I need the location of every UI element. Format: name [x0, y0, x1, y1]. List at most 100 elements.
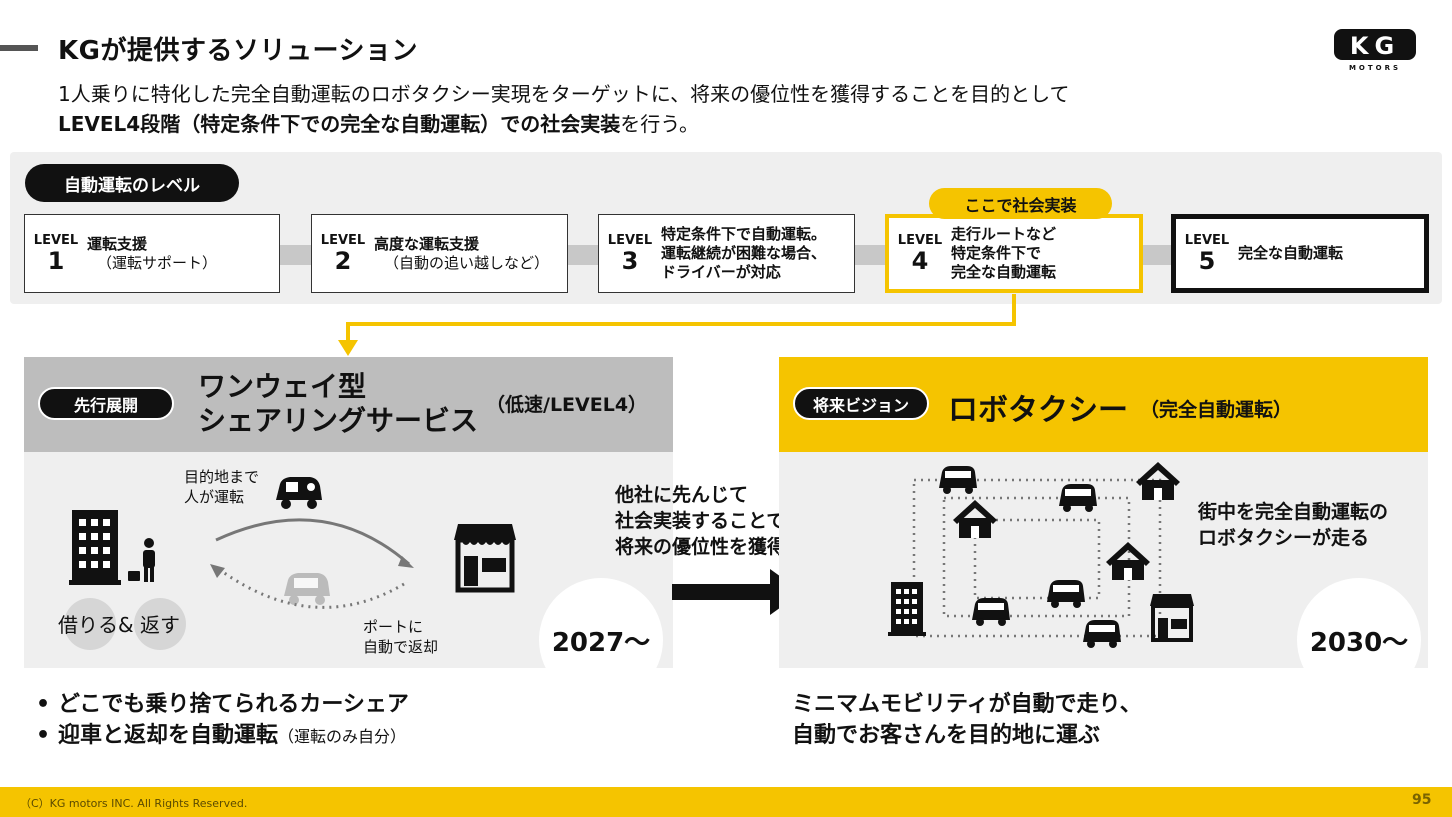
- level-sub: （自動の追い越しなど）: [384, 253, 550, 272]
- level-line: 特定条件下で: [951, 244, 1042, 262]
- level-title: 完全な自動運転: [1238, 244, 1344, 262]
- logo-letters: KG: [1350, 32, 1400, 60]
- middle-line: 将来の優位性を獲得: [615, 536, 787, 558]
- level-line: ドライバーが対応: [661, 263, 781, 281]
- level-word: LEVEL: [33, 233, 79, 248]
- car-icon: [939, 466, 977, 494]
- logo-text: MOTORS: [1349, 64, 1401, 72]
- level-connector: [855, 245, 887, 265]
- level-text: 走行ルートなど特定条件下で完全な自動運転: [951, 225, 1056, 282]
- level-word: LEVEL: [897, 233, 943, 248]
- left-title-line: シェアリングサービス: [198, 404, 479, 437]
- level-number: 5: [1198, 247, 1216, 275]
- level-word: LEVEL: [320, 233, 366, 248]
- level-title: 運転支援: [87, 234, 148, 253]
- store-icon: [1150, 594, 1194, 642]
- bullet-note: （運転のみ自分）: [278, 727, 407, 746]
- title-accent-bar: [0, 45, 38, 51]
- level-line: 完全な自動運転: [951, 263, 1057, 281]
- robotaxi-description: 街中を完全自動運転の ロボタクシーが走る: [1198, 499, 1388, 551]
- middle-line: 社会実装することで: [615, 510, 786, 532]
- label-line: 人が運転: [184, 488, 245, 506]
- car-icon: [972, 598, 1010, 626]
- car-icon: [1059, 484, 1097, 512]
- level-line: 特定条件下で自動運転。: [661, 225, 827, 243]
- car-icon: [1047, 580, 1085, 608]
- label-line: 目的地まで: [184, 468, 260, 486]
- car-icon: [276, 477, 322, 509]
- here-tag: ここで社会実装: [929, 188, 1112, 219]
- person-icon: [128, 538, 155, 582]
- rent-return-label: 借りる& 返す: [58, 613, 180, 637]
- message-line: 自動でお客さんを目的地に運ぶ: [792, 723, 1101, 748]
- bullet-text: どこでも乗り捨てられるカーシェア: [58, 692, 409, 717]
- subtitle-line-1: 1人乗りに特化した完全自動運転のロボタクシー実現をターゲットに、将来の優位性を獲…: [58, 82, 1070, 106]
- subtitle-line-2: LEVEL4段階（特定条件下での完全な自動運転）での社会実装を行う。: [58, 109, 1070, 139]
- subtitle-rest: を行う。: [620, 112, 700, 136]
- left-bullets: どこでも乗り捨てられるカーシェア 迎車と返却を自動運転（運転のみ自分）: [36, 689, 409, 752]
- level-connector: [1142, 245, 1172, 265]
- year-2027-badge: 2027〜: [539, 578, 663, 702]
- house-icon: [1106, 542, 1150, 580]
- page-title: KGが提供するソリューション: [58, 36, 418, 66]
- footer-bar: [0, 787, 1452, 817]
- building-icon: [69, 510, 121, 585]
- city-map-illustration: [888, 462, 1194, 648]
- level-line: 運転継続が困難な場合、: [661, 244, 827, 262]
- left-panel-title: ワンウェイ型 シェアリングサービス: [198, 370, 478, 438]
- middle-message: 他社に先んじて 社会実装することで 将来の優位性を獲得: [615, 482, 786, 560]
- level-line: 走行ルートなど: [951, 225, 1057, 243]
- building-icon: [888, 582, 926, 636]
- level-number: 3: [621, 247, 639, 275]
- year-2030-badge: 2030〜: [1297, 578, 1421, 702]
- middle-line: 他社に先んじて: [615, 484, 749, 506]
- kg-motors-logo: KG MOTORS: [1334, 29, 1416, 72]
- right-panel-title: ロボタクシー: [948, 393, 1128, 428]
- message-line: ミニマムモビリティが自動で走り、: [792, 692, 1142, 717]
- right-bottom-message: ミニマムモビリティが自動で走り、 自動でお客さんを目的地に運ぶ: [792, 689, 1142, 751]
- right-panel-paren: （完全自動運転）: [1140, 399, 1293, 421]
- desc-line: 街中を完全自動運転の: [1198, 501, 1389, 523]
- label-port-return: ポートに 自動で返却: [363, 617, 438, 657]
- car-icon: [1083, 620, 1121, 648]
- label-destination: 目的地まで 人が運転: [184, 467, 259, 507]
- footer-copyright: （C）KG motors INC. All Rights Reserved.: [20, 797, 248, 810]
- level-number: 4: [911, 247, 929, 275]
- level-title: 高度な運転支援: [374, 234, 480, 253]
- level-word: LEVEL: [607, 233, 653, 248]
- level-text: 運転支援（運転サポート）: [87, 235, 217, 273]
- left-illustration: [69, 477, 516, 609]
- bullet-item: 迎車と返却を自動運転（運転のみ自分）: [36, 720, 409, 752]
- subtitle-emphasis: LEVEL4段階（特定条件下での完全な自動運転）での社会実装: [58, 112, 621, 136]
- desc-line: ロボタクシーが走る: [1198, 527, 1370, 549]
- left-panel-paren: （低速/LEVEL4）: [486, 394, 648, 416]
- levels-tag: 自動運転のレベル: [25, 164, 239, 202]
- house-icon: [953, 500, 997, 538]
- level-text: 高度な運転支援（自動の追い越しなど）: [374, 235, 549, 273]
- left-title-line: ワンウェイ型: [198, 370, 367, 403]
- bullet-item: どこでも乗り捨てられるカーシェア: [36, 689, 409, 720]
- level-text: 完全な自動運転: [1238, 244, 1343, 263]
- level-number: 2: [334, 247, 352, 275]
- label-line: ポートに: [363, 618, 424, 636]
- bullet-text: 迎車と返却を自動運転: [58, 723, 279, 748]
- future-vision-pill: 将来ビジョン: [793, 387, 929, 420]
- house-icon: [1136, 462, 1180, 500]
- level-number: 1: [47, 247, 65, 275]
- store-icon: [454, 524, 516, 593]
- page-number: 95: [1412, 792, 1432, 808]
- page-subtitle: 1人乗りに特化した完全自動運転のロボタクシー実現をターゲットに、将来の優位性を獲…: [58, 79, 1070, 139]
- return-circle: [134, 598, 186, 650]
- advance-deployment-pill: 先行展開: [38, 387, 174, 420]
- level-text: 特定条件下で自動運転。運転継続が困難な場合、ドライバーが対応: [661, 225, 826, 282]
